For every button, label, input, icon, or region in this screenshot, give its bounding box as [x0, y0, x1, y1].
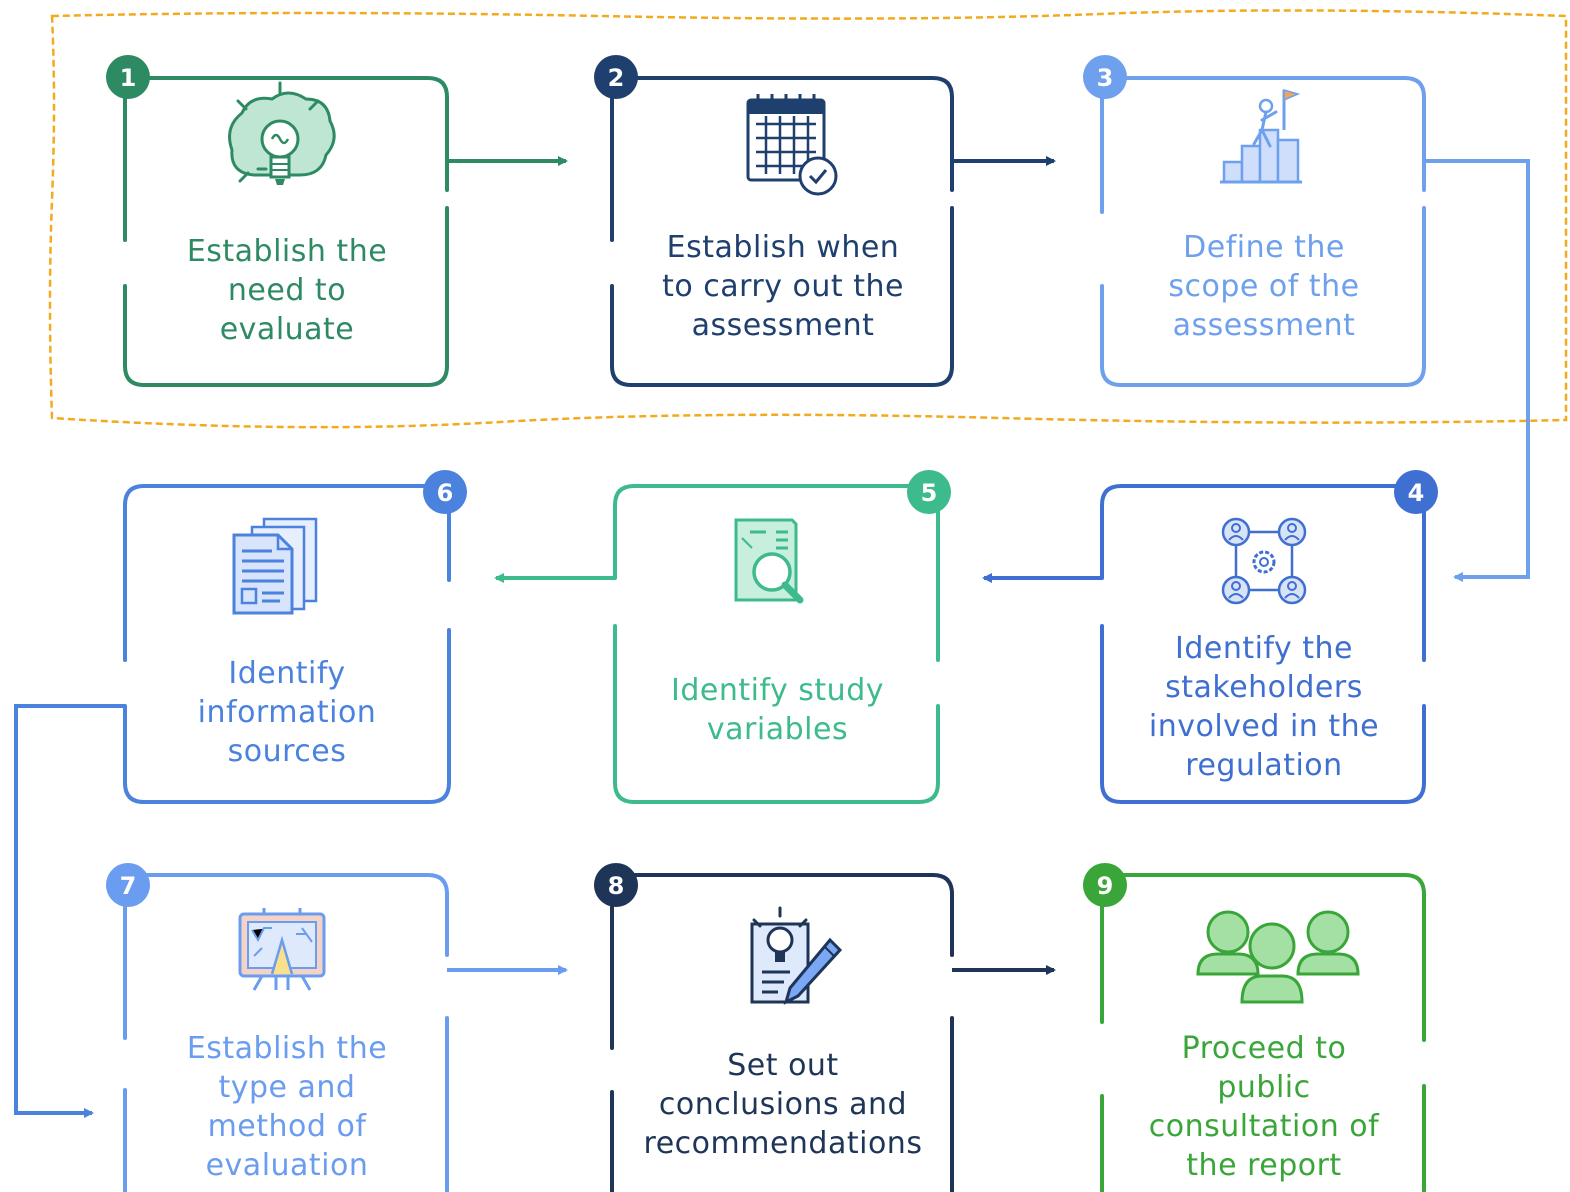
- badge-3-number: 3: [1097, 64, 1114, 92]
- highlight-border: [48, 9, 1568, 429]
- badge-8-number: 8: [608, 872, 625, 900]
- step-9-label: Proceed to public consultation of the re…: [1148, 1031, 1380, 1183]
- badge-1: 1: [106, 55, 150, 99]
- badge-7: 7: [106, 863, 150, 907]
- badge-4: 4: [1394, 470, 1438, 514]
- step-3-box: [1100, 76, 1426, 387]
- step-9-box: [1100, 873, 1426, 1192]
- documents-stack-icon: [232, 517, 318, 615]
- badge-3: 3: [1083, 55, 1127, 99]
- step-4-box: [1100, 484, 1426, 804]
- calendar-clock-icon: [746, 94, 838, 196]
- badge-2: 2: [594, 55, 638, 99]
- idea-notepad-pen-icon: [750, 906, 843, 1005]
- badge-9-number: 9: [1097, 872, 1114, 900]
- step-6-box: [123, 484, 451, 804]
- climber-flag-icon: [1220, 89, 1302, 184]
- badge-9: 9: [1083, 863, 1127, 907]
- arrow-step-6-to-7: [14, 704, 125, 1118]
- step-2-box: [610, 76, 954, 387]
- step-8-label: Set out conclusions and recommendations: [643, 1047, 923, 1161]
- badge-6-number: 6: [437, 479, 454, 507]
- badge-1-number: 1: [120, 64, 137, 92]
- badge-7-number: 7: [120, 872, 137, 900]
- step-3-label: Define the scope of the assessment: [1168, 229, 1360, 343]
- step-6-label: Identify information sources: [197, 655, 377, 769]
- step-7-box: [123, 873, 449, 1192]
- badge-5-number: 5: [921, 479, 938, 507]
- document-magnifier-icon: [734, 518, 804, 604]
- people-group-icon: [1196, 910, 1360, 1004]
- brain-lightbulb-icon: [228, 81, 336, 185]
- math-board-icon: [238, 908, 326, 991]
- badge-6: 6: [423, 470, 467, 514]
- step-5-box: [613, 484, 940, 804]
- badge-2-number: 2: [608, 64, 625, 92]
- step-2-label: Establish when to carry out the assessme…: [662, 229, 904, 343]
- badge-5: 5: [907, 470, 951, 514]
- arrow-step-3-to-4: [1424, 159, 1530, 582]
- badge-4-number: 4: [1408, 479, 1425, 507]
- step-1-box: [123, 76, 449, 387]
- step-5-label: Identify study variables: [671, 673, 884, 747]
- step-1-label: Establish the need to evaluate: [186, 233, 388, 347]
- step-8-box: [610, 873, 954, 1192]
- badge-8: 8: [594, 863, 638, 907]
- stakeholders-network-icon: [1221, 517, 1307, 605]
- step-7-label: Establish the type and method of evaluat…: [186, 1031, 388, 1183]
- step-4-label: Identify the stakeholders involved in th…: [1148, 631, 1380, 783]
